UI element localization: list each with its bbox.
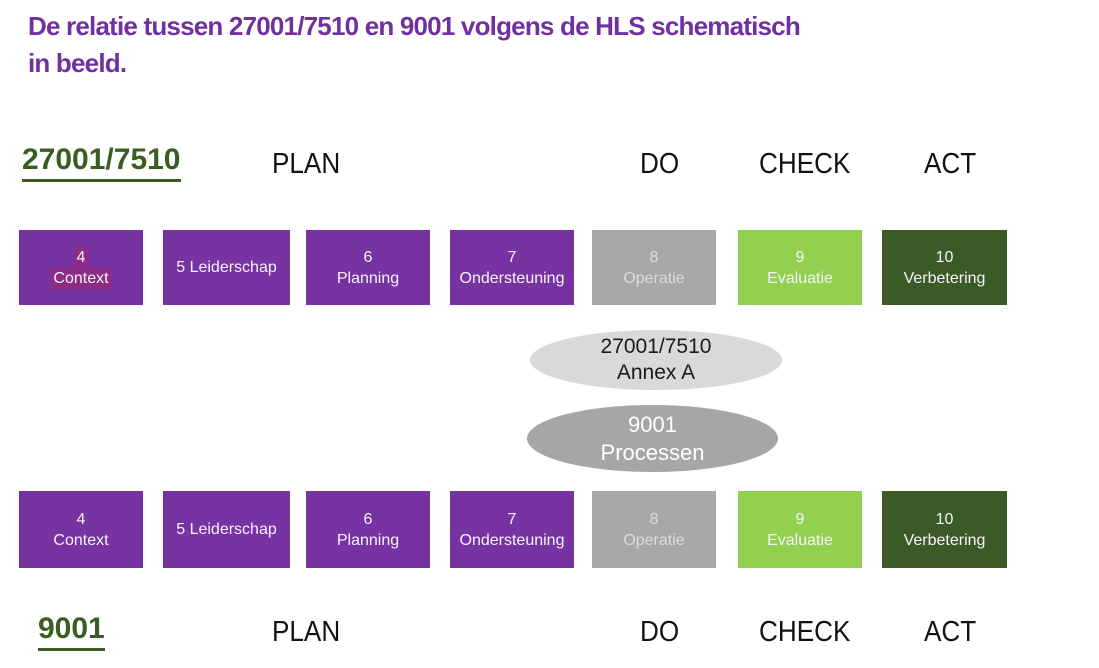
box-label: Verbetering: [903, 531, 986, 549]
ellipse-line1: 27001/7510: [600, 335, 712, 358]
hls-box-4-context-27001: 4 Context: [19, 230, 143, 305]
box-label: Planning: [336, 531, 400, 549]
box-number: 9: [795, 510, 805, 528]
hls-box-4-context-9001: 4 Context: [19, 491, 143, 568]
box-number: 4: [76, 510, 86, 528]
ellipse-line1: 9001: [628, 411, 677, 437]
box-label: Evaluatie: [767, 269, 833, 287]
ellipse-line2: Processen: [600, 439, 705, 465]
box-number: 6: [363, 248, 373, 266]
box-label: Operatie: [623, 531, 685, 549]
box-number: 4: [73, 246, 89, 268]
hls-box-6-planning-9001: 6 Planning: [306, 491, 430, 568]
page-title-line2: in beeld.: [28, 48, 127, 78]
standard-heading-27001-7510: 27001/7510: [22, 143, 181, 182]
box-label: Operatie: [623, 269, 685, 287]
box-label: Ondersteuning: [459, 531, 565, 549]
box-number: 9: [795, 248, 805, 266]
box-number: 7: [507, 510, 517, 528]
box-label: Planning: [336, 269, 400, 287]
page-title: De relatie tussen 27001/7510 en 9001 vol…: [28, 8, 928, 82]
hls-box-5-leiderschap-9001: 5 Leiderschap: [163, 491, 290, 568]
page-title-line1: De relatie tussen 27001/7510 en 9001 vol…: [28, 11, 801, 41]
ellipse-line2: Annex A: [616, 361, 696, 384]
hls-box-6-planning-27001: 6 Planning: [306, 230, 430, 305]
ellipse-9001-processen: 9001 Processen: [527, 405, 778, 472]
hls-box-9-evaluatie-27001: 9 Evaluatie: [738, 230, 862, 305]
box-number: 10: [935, 510, 954, 528]
box-label: Verbetering: [903, 269, 986, 287]
pdca-label-plan: PLAN: [272, 148, 341, 180]
box-number: 10: [935, 248, 954, 266]
box-label: Evaluatie: [767, 531, 833, 549]
box-number: 6: [363, 510, 373, 528]
box-number: 8: [649, 510, 659, 528]
box-label: Context: [53, 531, 109, 549]
box-label: 5 Leiderschap: [176, 259, 277, 276]
pdca-label-act: ACT: [924, 148, 977, 180]
box-label: 5 Leiderschap: [176, 521, 277, 538]
standard-heading-9001: 9001: [38, 612, 105, 651]
hls-box-7-ondersteuning-9001: 7 Ondersteuning: [450, 491, 574, 568]
pdca-label-check: CHECK: [759, 148, 851, 180]
box-label: Context: [50, 267, 112, 289]
pdca-label-act: ACT: [924, 616, 977, 648]
pdca-label-do: DO: [640, 616, 680, 648]
box-number: 8: [649, 248, 659, 266]
pdca-label-check: CHECK: [759, 616, 851, 648]
pdca-label-do: DO: [640, 148, 680, 180]
ellipse-27001-annex-a: 27001/7510 Annex A: [530, 330, 782, 390]
pdca-label-plan: PLAN: [272, 616, 341, 648]
hls-box-10-verbetering-27001: 10 Verbetering: [882, 230, 1007, 305]
box-number: 7: [507, 248, 517, 266]
box-label: Ondersteuning: [459, 269, 565, 287]
hls-box-9-evaluatie-9001: 9 Evaluatie: [738, 491, 862, 568]
hls-box-10-verbetering-9001: 10 Verbetering: [882, 491, 1007, 568]
hls-box-8-operatie-27001: 8 Operatie: [592, 230, 716, 305]
hls-box-8-operatie-9001: 8 Operatie: [592, 491, 716, 568]
hls-box-5-leiderschap-27001: 5 Leiderschap: [163, 230, 290, 305]
hls-box-7-ondersteuning-27001: 7 Ondersteuning: [450, 230, 574, 305]
